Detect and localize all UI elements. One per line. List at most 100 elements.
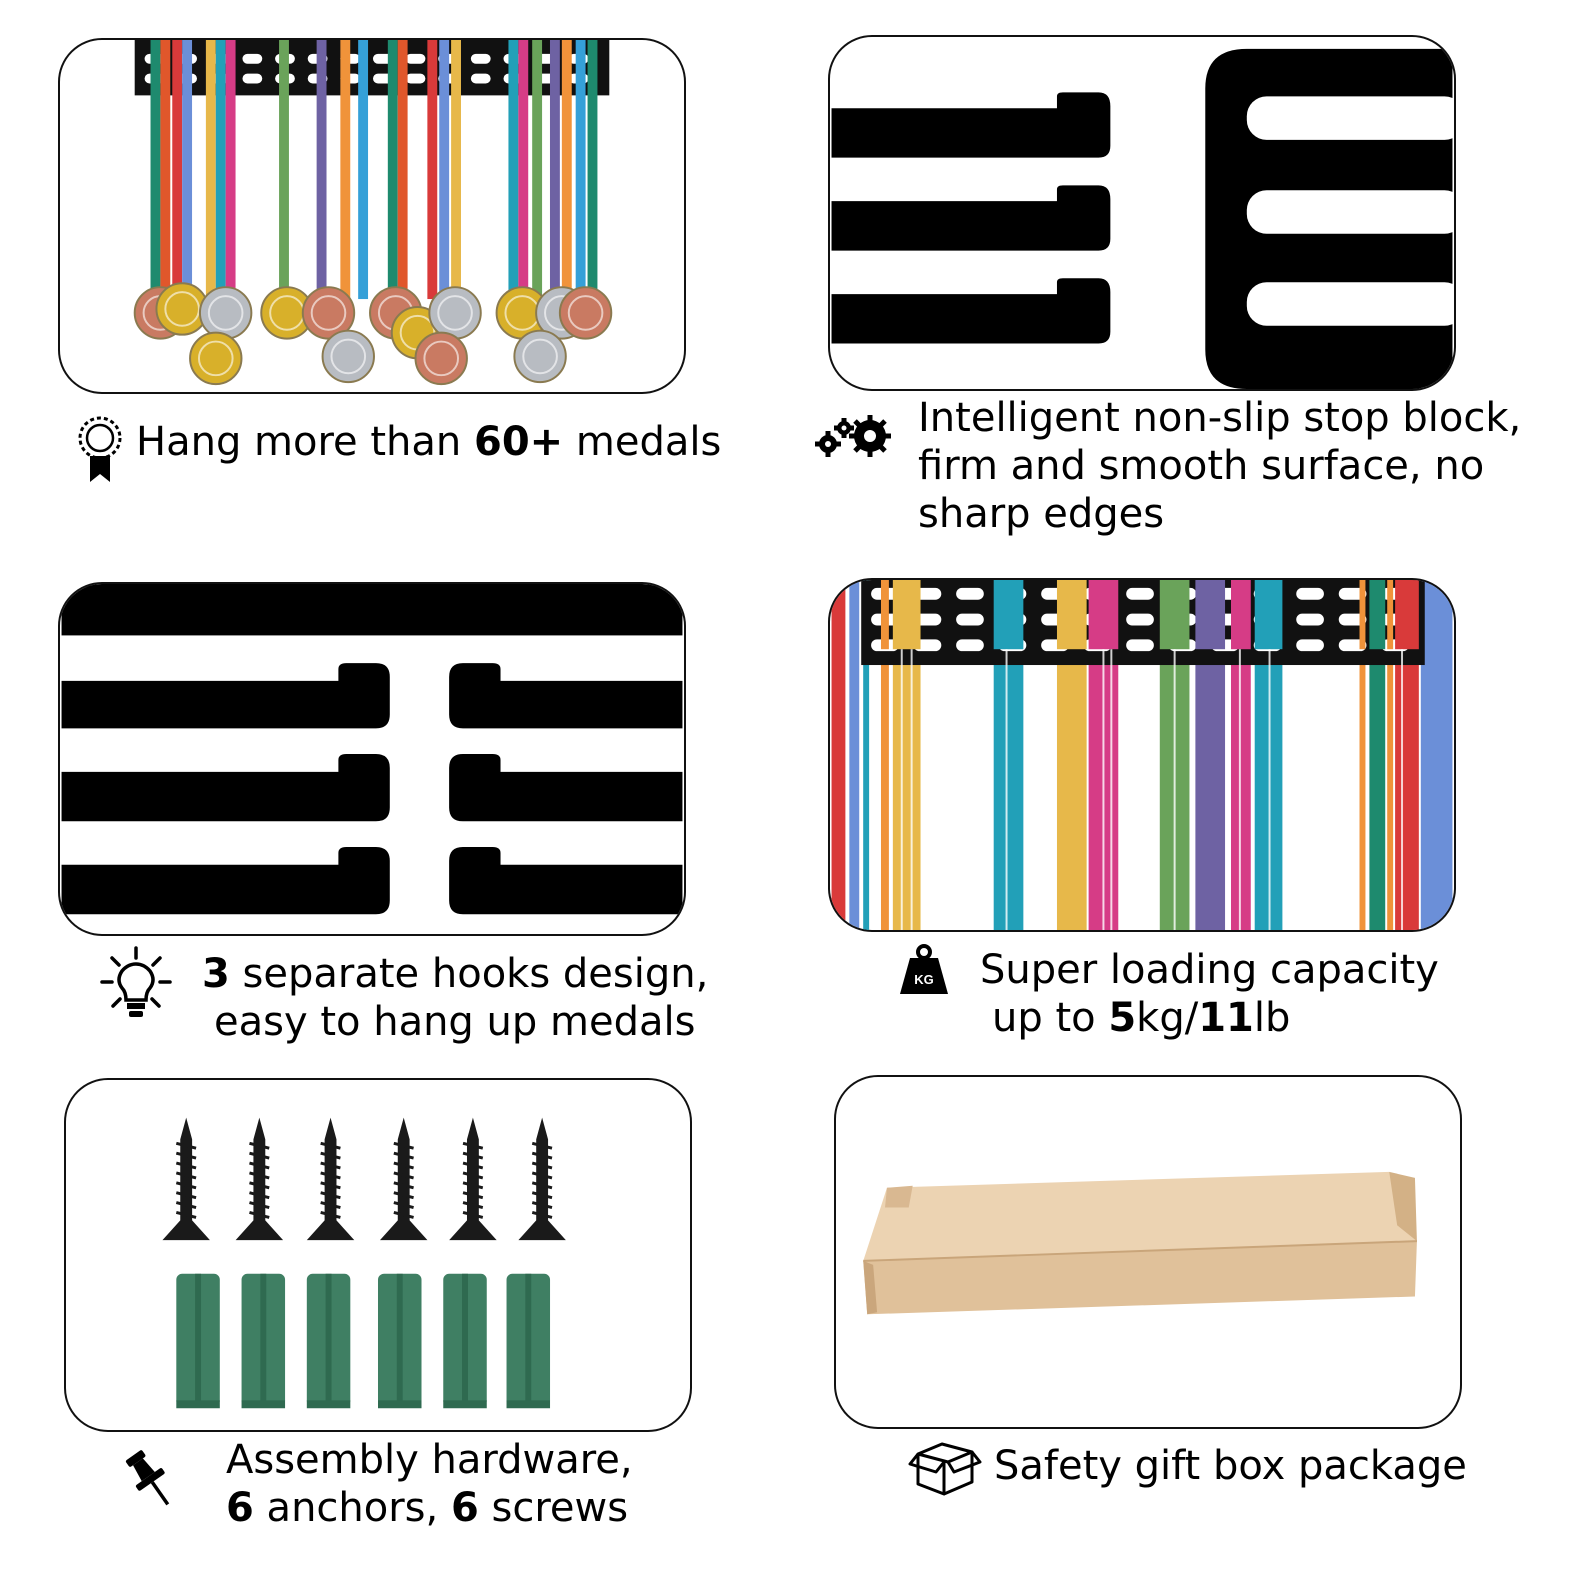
ribbon xyxy=(150,40,161,300)
rack-slot xyxy=(470,73,491,84)
ribbon xyxy=(1420,580,1453,930)
pushpin-icon xyxy=(122,1446,178,1512)
wall-anchor xyxy=(241,1273,286,1409)
medal xyxy=(414,331,468,386)
svg-text:KG: KG xyxy=(914,972,934,987)
screw xyxy=(235,1117,284,1241)
medal-inner-ring xyxy=(164,291,200,327)
ribbon xyxy=(880,580,889,930)
caption-segment: lb xyxy=(1253,995,1291,1041)
ribbon-stripe xyxy=(1268,649,1271,930)
ribbon-front xyxy=(1359,580,1366,650)
ribbon-front xyxy=(1159,580,1190,650)
medal xyxy=(428,286,482,340)
caption-gift-box: Safety gift box package xyxy=(994,1442,1467,1490)
stop-block-closeup xyxy=(828,35,1456,391)
caption-segment: up to xyxy=(992,995,1109,1041)
medal xyxy=(198,286,253,340)
screw xyxy=(306,1117,355,1241)
caption-line: easy to hang up medals xyxy=(202,998,708,1046)
caption-segment: sharp edges xyxy=(918,491,1165,537)
rack-slot xyxy=(1126,639,1154,652)
rack-slot xyxy=(1126,587,1154,600)
caption-segment: Super loading capacity xyxy=(980,947,1439,993)
ribbon-front xyxy=(1369,580,1386,650)
caption-stop-block: Intelligent non-slip stop block,firm and… xyxy=(918,394,1521,538)
ribbon xyxy=(532,40,543,300)
medal xyxy=(558,286,613,340)
ribbon xyxy=(340,40,351,300)
medal-rack-photo xyxy=(58,38,686,394)
ribbons-illustration xyxy=(831,580,1453,930)
ribbon xyxy=(508,40,519,300)
caption-segment: 3 xyxy=(202,951,230,997)
rack-slot xyxy=(242,73,263,84)
ribbon xyxy=(439,40,450,300)
separate-hooks-closeup xyxy=(58,582,686,936)
gears-icon xyxy=(814,414,894,460)
caption-line: Intelligent non-slip stop block, xyxy=(918,394,1521,442)
caption-line: Super loading capacity xyxy=(980,946,1439,994)
caption-line: sharp edges xyxy=(918,490,1521,538)
kraft-box-illustration xyxy=(863,1171,1417,1315)
medal-inner-ring xyxy=(207,295,244,331)
ribbon xyxy=(863,580,870,930)
ribbon-stripe xyxy=(910,649,913,930)
caption-hang-medals: Hang more than 60+ medals xyxy=(136,418,721,466)
screws-and-anchors-illustration xyxy=(162,1117,566,1409)
caption-segment: anchors, xyxy=(253,1485,451,1531)
ribbon xyxy=(427,40,438,300)
rack-slot xyxy=(956,587,984,600)
medal xyxy=(513,329,567,384)
medal-inner-ring xyxy=(197,340,234,377)
ribbon xyxy=(575,40,586,300)
wall-anchor xyxy=(306,1273,351,1409)
ribbon-front xyxy=(1254,580,1283,650)
caption-segment: kg/ xyxy=(1136,995,1199,1041)
medal-rosette-icon xyxy=(74,414,126,486)
ribbon-front xyxy=(993,580,1024,650)
medal xyxy=(321,329,375,384)
caption-line: firm and smooth surface, no xyxy=(918,442,1521,490)
caption-segment: 5 xyxy=(1108,995,1137,1041)
caption-line: up to 5kg/11lb xyxy=(980,994,1439,1042)
rack-slot xyxy=(405,53,426,64)
ribbon xyxy=(831,580,846,930)
ribbon-stripe xyxy=(900,649,903,930)
ribbon xyxy=(215,40,226,300)
caption-line: Assembly hardware, xyxy=(226,1436,633,1484)
ribbon-front xyxy=(1088,580,1119,650)
ribbon-stripe xyxy=(1110,649,1113,930)
ribbon-stripe xyxy=(1173,649,1176,930)
hooks-illustration xyxy=(61,584,683,915)
medal-inner-ring xyxy=(522,338,558,375)
ribbon xyxy=(397,40,408,300)
ribbon-stripe xyxy=(1005,649,1008,930)
caption-line: 3 separate hooks design, xyxy=(202,950,708,998)
wall-anchor xyxy=(443,1273,487,1409)
caption-segment: Safety gift box package xyxy=(994,1443,1467,1489)
caption-segment: screws xyxy=(478,1485,629,1531)
ribbon xyxy=(316,40,327,300)
ribbon xyxy=(1369,580,1386,930)
medal-rack-illustration xyxy=(133,40,613,386)
ribbon-front xyxy=(1387,580,1394,650)
rack-slot xyxy=(1126,613,1154,626)
rack-slot xyxy=(405,73,426,84)
medal-inner-ring xyxy=(423,340,460,377)
ribbon-front xyxy=(1230,580,1251,650)
caption-segment: separate hooks design, xyxy=(229,951,709,997)
caption-line: Hang more than 60+ medals xyxy=(136,418,721,466)
ribbon-stripe xyxy=(1238,649,1241,930)
ribbon xyxy=(182,40,193,300)
gift-box-photo xyxy=(834,1075,1462,1429)
ribbon-front xyxy=(1056,580,1087,650)
screw xyxy=(162,1117,210,1241)
rack-slot xyxy=(1296,587,1324,600)
caption-segment: Assembly hardware, xyxy=(226,1437,633,1483)
medal-inner-ring xyxy=(437,295,473,331)
ribbon xyxy=(587,40,598,300)
ribbon-stripe xyxy=(1401,649,1404,930)
ribbon xyxy=(160,40,171,300)
screw xyxy=(518,1117,566,1241)
